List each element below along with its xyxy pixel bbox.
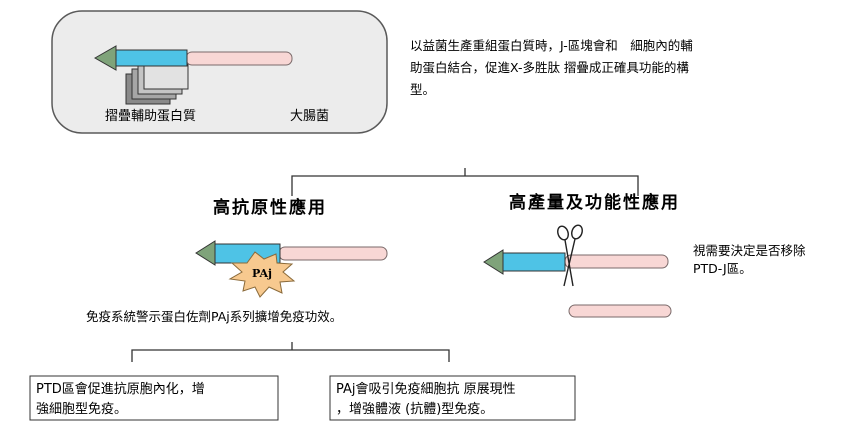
top-brace xyxy=(291,168,639,196)
pink-segment xyxy=(278,246,388,261)
right-construct xyxy=(483,249,669,275)
blue-segment xyxy=(502,252,566,272)
host-label: 大腸菌 xyxy=(290,109,329,124)
left-caption: 免疫系統警示蛋白佐劑PAj系列擴增免疫功效。 xyxy=(86,309,342,324)
description-line-2: 助蛋白結合，促進X-多胜肽 摺疊成正確具功能的構 xyxy=(410,60,689,75)
removed-pink-segment xyxy=(568,304,672,318)
left-info-box xyxy=(29,375,279,421)
description-line-1: 以益菌生產重組蛋白質時，J-區塊會和 細胞內的輔 xyxy=(410,38,693,53)
right-box-line-1: PAj會吸引免疫細胞抗 原展現性 xyxy=(336,381,516,397)
right-box-line-2: ，增強體液 (抗體)型免疫。 xyxy=(336,401,493,417)
top-panel xyxy=(51,10,388,134)
left-construct xyxy=(195,240,388,266)
blue-segment xyxy=(115,49,188,67)
right-note-line-2: PTD-J區。 xyxy=(693,261,752,276)
left-box-line-1: PTD區會促進抗原胞內化，增 xyxy=(36,382,205,397)
burst-label: PAj xyxy=(252,267,272,280)
folding-label: 摺疊輔助蛋白質 xyxy=(105,108,196,124)
pink-segment xyxy=(185,51,293,66)
arrow-head xyxy=(483,249,504,275)
pink-segment xyxy=(564,254,669,269)
scissors-icon xyxy=(557,224,583,287)
right-note-line-1: 視需要決定是否移除 xyxy=(693,243,806,258)
pai-burst-icon xyxy=(228,251,296,298)
description-line-3: 型。 xyxy=(410,82,435,97)
right-branch-title: 高產量及功能性應用 xyxy=(509,192,680,213)
arrow-head xyxy=(195,240,216,266)
left-box-line-2: 強細胞型免疫。 xyxy=(36,401,127,417)
left-branch-title: 高抗原性應用 xyxy=(213,197,327,218)
right-info-box xyxy=(329,375,576,421)
arrow-head xyxy=(93,45,117,71)
top-construct xyxy=(93,45,293,71)
bottom-brace xyxy=(131,342,450,362)
